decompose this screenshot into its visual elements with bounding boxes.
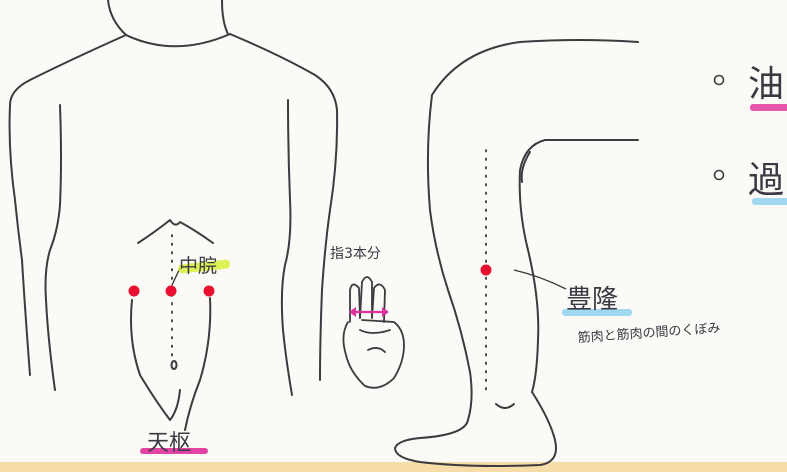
finger-width-label: 指3本分	[330, 246, 381, 262]
list-item-2-highlight	[752, 198, 787, 205]
list-item-1-highlight	[750, 104, 787, 111]
houryu-note: 筋肉と筋肉の間のくぼみ	[577, 320, 721, 346]
width-arrow-icon	[349, 307, 389, 317]
tensu-label: 天枢	[147, 431, 191, 456]
acupoint-chuwan	[166, 286, 177, 297]
bullet-circle-icon	[715, 171, 724, 180]
houryu-label: 豊隆	[566, 285, 618, 315]
bullet-circle-icon	[715, 76, 724, 85]
acupoint-houryu	[481, 265, 492, 276]
leg-outline	[395, 40, 638, 466]
acupoint-tensu-right	[204, 286, 215, 297]
torso-outline	[10, 0, 338, 430]
list-item-1: 油	[748, 64, 784, 105]
bottom-strip	[0, 462, 787, 472]
acupoint-tensu-left	[129, 286, 140, 297]
houryu-leader	[514, 270, 566, 289]
chuwan-label: 中脘	[179, 255, 217, 277]
list-item-2: 過	[748, 160, 784, 201]
three-finger-hand-icon	[343, 277, 404, 388]
